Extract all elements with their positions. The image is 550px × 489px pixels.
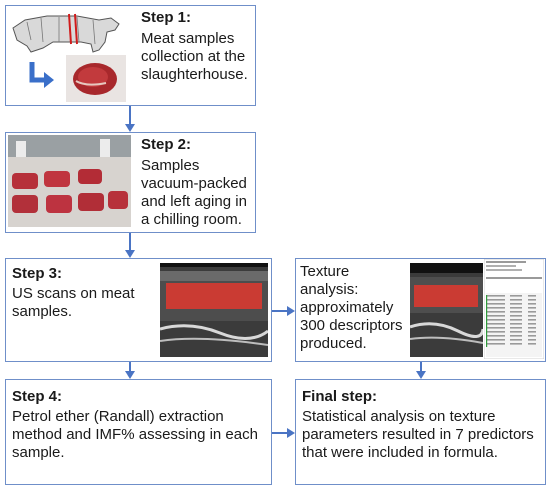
- arrow-2-3-head: [125, 250, 135, 258]
- step3-text: US scans on meat samples.: [12, 285, 135, 320]
- step2-text: Samples vacuum-packed and left aging in …: [141, 157, 247, 228]
- arrow-1-2: [129, 106, 131, 128]
- step1-text: Meat samples collection at the slaughter…: [141, 30, 248, 83]
- l-arrow-icon: [29, 62, 54, 88]
- carcass-diagram-icon: [12, 13, 120, 53]
- step4-box: [5, 379, 272, 485]
- arrow-3-texture: [272, 310, 288, 312]
- vacuum-packs-photo: [8, 135, 131, 227]
- arrow-4-final: [272, 432, 288, 434]
- ultrasound-scan-image-texture: [410, 263, 483, 357]
- arrow-4-final-head: [287, 428, 295, 438]
- arrow-3-texture-head: [287, 306, 295, 316]
- step1-title: Step 1:: [141, 9, 192, 26]
- step2-title: Step 2:: [141, 136, 192, 153]
- step3-title: Step 3:: [12, 265, 63, 282]
- arrow-texture-final-head: [416, 371, 426, 379]
- final-text: Statistical analysis on texture paramete…: [302, 408, 534, 461]
- arrow-2-3: [129, 233, 131, 254]
- arrow-1-2-head: [125, 124, 135, 132]
- texture-text: Texture analysis: approximately 300 desc…: [300, 263, 403, 352]
- meat-photo: [66, 55, 126, 102]
- final-box: [295, 379, 546, 485]
- ultrasound-scan-image: [160, 263, 268, 357]
- step4-text: Petrol ether (Randall) extraction method…: [12, 408, 258, 461]
- arrow-texture-final: [420, 362, 422, 372]
- arrow-3-4-head: [125, 371, 135, 379]
- step4-title: Step 4:: [12, 388, 63, 405]
- arrow-3-4: [129, 362, 131, 372]
- final-title: Final step:: [302, 388, 378, 405]
- texture-software-screenshot: [484, 259, 544, 359]
